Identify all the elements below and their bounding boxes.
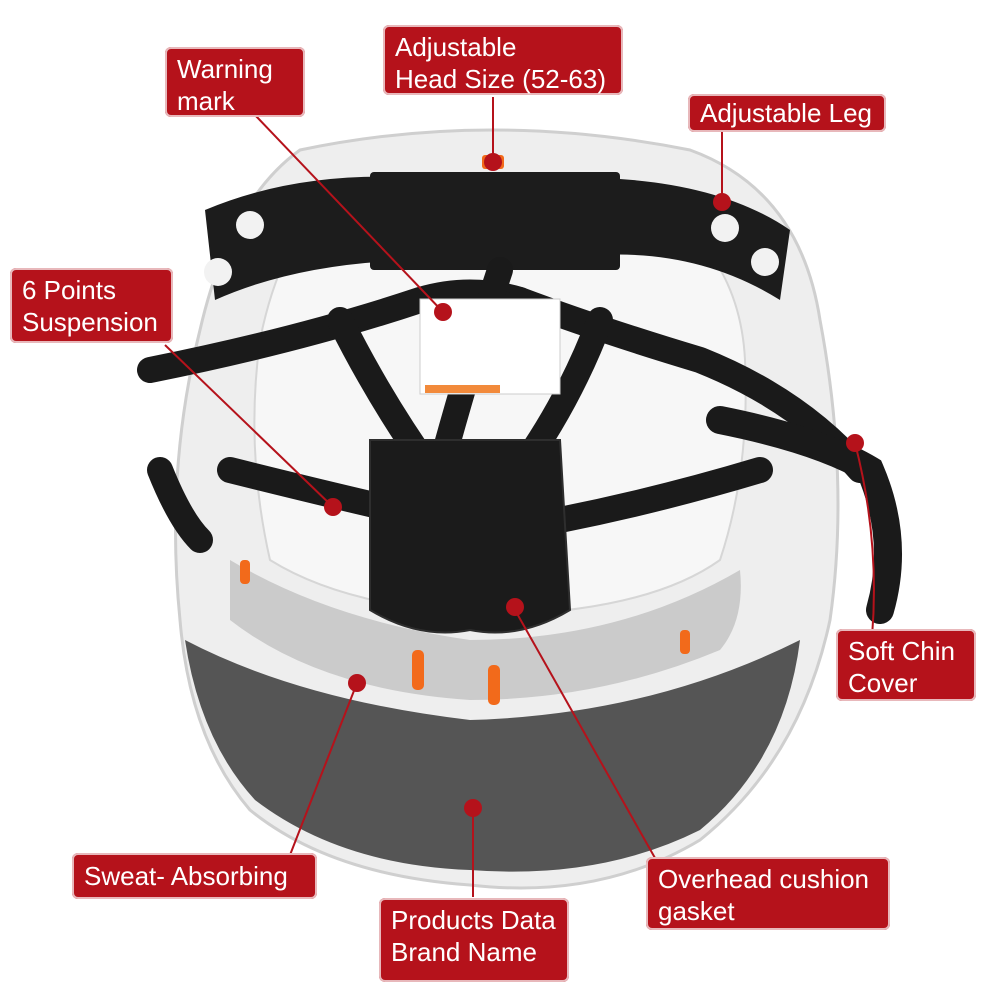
visor-highlight <box>230 560 741 700</box>
chin-strap <box>706 406 902 624</box>
frame-hole <box>236 211 264 239</box>
callout-adjustable-leg-line1: Adjustable Leg <box>700 98 873 128</box>
callout-sweat-absorbing-line1: Sweat- Absorbing <box>84 861 288 891</box>
callout-cushion-gasket: Overhead cushion gasket <box>646 857 890 930</box>
frame-hole <box>711 214 739 242</box>
cushion-gasket <box>369 439 572 634</box>
leader-dots <box>324 153 864 817</box>
visor <box>185 640 800 872</box>
callout-warning-mark-line2: mark <box>177 86 235 116</box>
callout-sweat-absorbing: Sweat- Absorbing <box>72 853 317 899</box>
callout-head-size-line1: Adjustable <box>395 32 517 62</box>
frame-hole <box>204 258 232 286</box>
warning-label-stripe <box>425 385 500 393</box>
callout-suspension: 6 Points Suspension <box>10 268 173 343</box>
callout-suspension-line2: Suspension <box>22 307 158 337</box>
callout-head-size: Adjustable Head Size (52-63) <box>383 25 623 95</box>
callout-warning-mark-line1: Warning <box>177 54 273 84</box>
callout-products-data-line1: Products Data <box>391 905 556 935</box>
frame-hole <box>751 248 779 276</box>
callout-chin-cover: Soft Chin Cover <box>836 629 976 701</box>
leader-lines <box>164 97 875 897</box>
callout-chin-cover-line2: Cover <box>848 668 918 698</box>
callout-warning-mark: Warning mark <box>165 47 305 117</box>
callout-products-data-line2: Brand Name <box>391 937 537 967</box>
suspension-frame <box>205 176 790 300</box>
callout-chin-cover-line1: Soft Chin <box>848 636 955 666</box>
callout-suspension-line1: 6 Points <box>22 275 116 305</box>
callout-cushion-gasket-line1: Overhead cushion <box>658 864 870 894</box>
callout-cushion-gasket-line2: gasket <box>658 896 735 926</box>
callout-head-size-line2: Head Size (52-63) <box>395 64 606 94</box>
callout-adjustable-leg: Adjustable Leg <box>688 94 886 132</box>
suspension-straps <box>137 257 873 553</box>
callout-products-data: Products Data Brand Name <box>379 898 569 982</box>
